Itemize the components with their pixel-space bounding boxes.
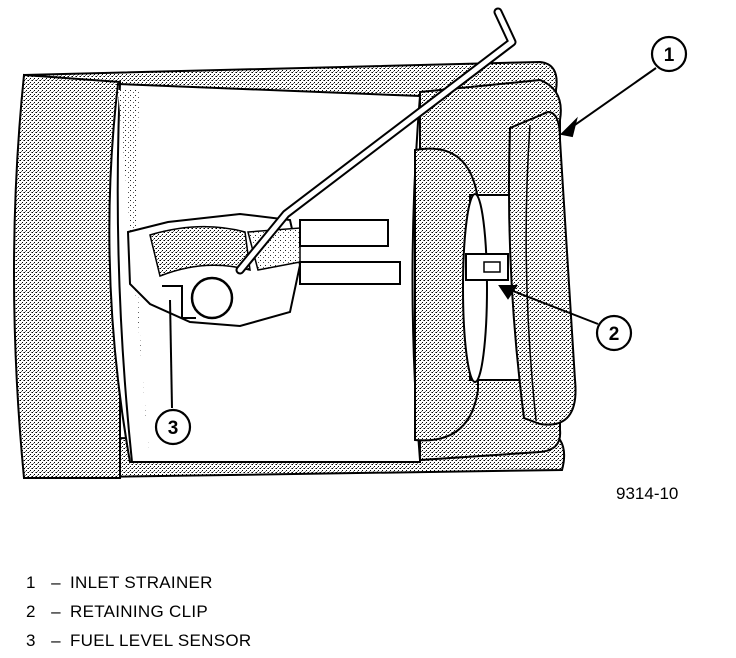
legend-item: 3–FUEL LEVEL SENSOR bbox=[26, 626, 251, 655]
callout-1: 1 bbox=[650, 35, 688, 73]
callout-3: 3 bbox=[154, 408, 192, 446]
legend: 1–INLET STRAINER 2–RETAINING CLIP 3–FUEL… bbox=[26, 568, 251, 655]
legend-label: FUEL LEVEL SENSOR bbox=[70, 631, 252, 650]
leader-lines bbox=[169, 67, 657, 409]
leader-arrow-1 bbox=[559, 116, 578, 138]
callout-3-number: 3 bbox=[168, 418, 179, 439]
leader-line-1 bbox=[561, 67, 657, 135]
legend-number: 1 bbox=[26, 573, 36, 592]
legend-number: 2 bbox=[26, 602, 36, 621]
leader-line-3 bbox=[169, 299, 173, 409]
sensor-wire bbox=[235, 7, 517, 275]
legend-number: 3 bbox=[26, 631, 36, 650]
figure-id: 9314-10 bbox=[616, 484, 678, 503]
legend-label: INLET STRAINER bbox=[70, 573, 213, 592]
legend-item: 2–RETAINING CLIP bbox=[26, 597, 251, 626]
legend-separator: – bbox=[51, 573, 61, 592]
leader-arrow-2 bbox=[498, 285, 518, 300]
legend-separator: – bbox=[51, 602, 61, 621]
callout-2-number: 2 bbox=[609, 324, 620, 345]
leader-line-2 bbox=[499, 285, 599, 325]
legend-separator: – bbox=[51, 631, 61, 650]
fuel-level-sensor bbox=[126, 212, 401, 328]
inlet-strainer bbox=[507, 110, 577, 426]
callout-1-number: 1 bbox=[664, 45, 675, 66]
retaining-clip bbox=[465, 253, 509, 281]
legend-label: RETAINING CLIP bbox=[70, 602, 209, 621]
legend-item: 1–INLET STRAINER bbox=[26, 568, 251, 597]
callout-2: 2 bbox=[595, 314, 633, 352]
